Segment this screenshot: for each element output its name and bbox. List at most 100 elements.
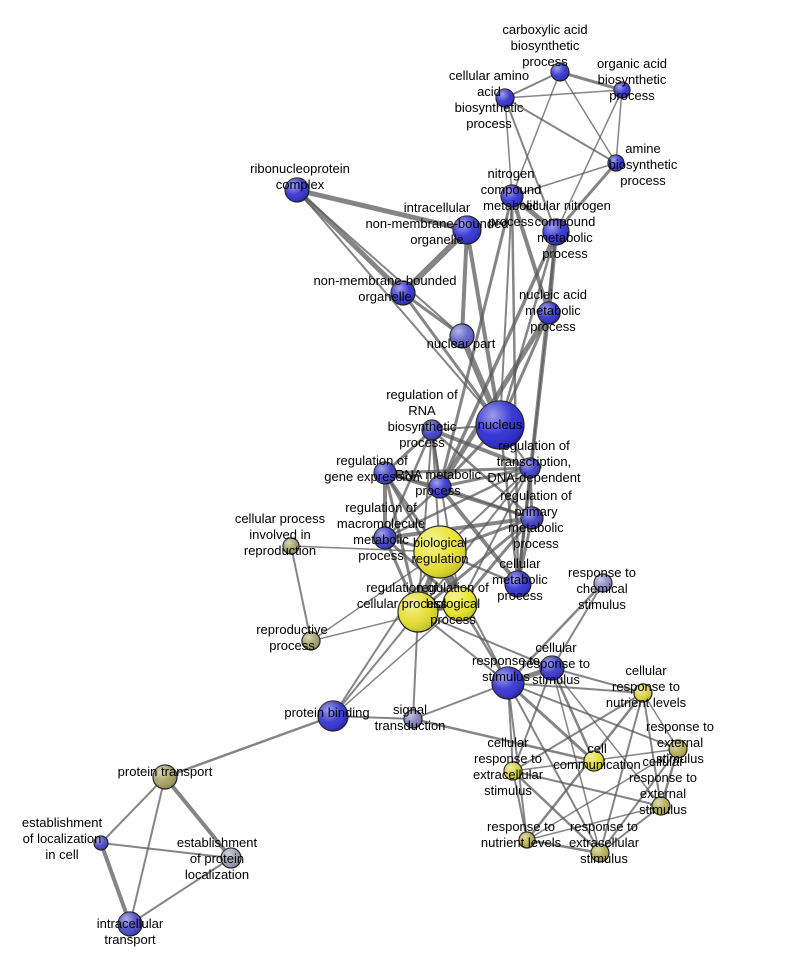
graph-node-regulation-of-cellular-process[interactable] xyxy=(397,591,439,633)
graph-edge xyxy=(498,230,558,427)
graph-edge xyxy=(510,194,551,315)
graph-edge xyxy=(129,776,166,925)
graph-node-intracellular-transport[interactable] xyxy=(117,911,143,937)
graph-node-non-membrane-bounded-organelle[interactable] xyxy=(390,280,416,306)
graph-node-nucleus[interactable] xyxy=(475,400,525,450)
graph-edge xyxy=(504,89,623,99)
graph-edge xyxy=(559,71,617,164)
graph-node-regulation-of-biological-process[interactable] xyxy=(442,586,478,622)
graph-node-regulation-of-transcription-dna-dependent[interactable] xyxy=(519,457,541,479)
graph-node-establishment-of-localization-in-cell[interactable] xyxy=(93,835,109,851)
graph-edge xyxy=(525,838,602,855)
graph-edge xyxy=(100,776,166,844)
graph-edge xyxy=(642,692,662,807)
graph-node-cellular-nitrogen-compound-metabolic-process[interactable] xyxy=(542,218,570,246)
graph-edge xyxy=(554,161,618,234)
graph-edge xyxy=(459,467,531,605)
graph-edge xyxy=(332,603,461,717)
graph-node-regulation-of-rna-biosynthetic-process[interactable] xyxy=(421,419,443,441)
graph-edge xyxy=(558,70,624,92)
graph-edge xyxy=(290,545,312,642)
graph-edge xyxy=(504,97,617,164)
graph-node-cellular-metabolic-process[interactable] xyxy=(504,570,532,598)
graph-node-cellular-response-to-stimulus[interactable] xyxy=(539,655,565,681)
graph-edge xyxy=(599,692,644,854)
graph-node-regulation-of-primary-metabolic-process[interactable] xyxy=(520,506,544,530)
graph-edge xyxy=(332,551,441,717)
graph-edge xyxy=(511,71,561,197)
graph-edge xyxy=(512,770,528,841)
graph-node-reproductive-process[interactable] xyxy=(301,631,321,651)
graph-edge xyxy=(460,228,469,338)
graph-edge xyxy=(551,667,644,694)
graph-edge xyxy=(659,747,680,808)
graph-edge xyxy=(551,667,601,854)
graph-edge xyxy=(383,428,434,540)
graph-edge xyxy=(526,805,662,841)
graph-edge xyxy=(430,428,534,520)
graph-edge xyxy=(498,423,520,586)
graph-edge xyxy=(99,841,132,926)
graph-node-amine-biosynthetic-process[interactable] xyxy=(607,154,625,172)
graph-edge xyxy=(438,230,558,489)
graph-edge xyxy=(615,89,623,164)
graph-node-cellular-process-involved-in-reproduction[interactable] xyxy=(282,537,300,555)
graph-node-nucleic-acid-metabolic-process[interactable] xyxy=(537,301,561,325)
graph-edge xyxy=(507,682,644,694)
graph-node-nitrogen-compound-metabolic-process[interactable] xyxy=(500,184,524,208)
graph-node-cellular-response-to-nutrient-levels[interactable] xyxy=(633,683,653,703)
graph-edge xyxy=(417,611,553,669)
graph-edge xyxy=(504,97,557,233)
graph-node-biological-regulation[interactable] xyxy=(413,525,467,579)
graph-node-cellular-response-to-external-stimulus[interactable] xyxy=(651,796,671,816)
graph-node-organic-acid-biosynthetic-process[interactable] xyxy=(613,81,631,99)
graph-edge xyxy=(550,666,596,763)
graph-edge xyxy=(294,187,470,233)
graph-node-establishment-of-protein-localization[interactable] xyxy=(220,847,242,869)
graph-node-regulation-of-gene-expression[interactable] xyxy=(373,461,397,485)
graph-edge xyxy=(430,428,532,470)
graph-edge xyxy=(555,89,623,233)
graph-edge xyxy=(163,775,233,860)
graph-node-response-to-stimulus[interactable] xyxy=(491,666,525,700)
graph-node-ribonucleoprotein-complex[interactable] xyxy=(284,177,310,203)
graph-node-regulation-of-macromolecule-metabolic-process[interactable] xyxy=(373,526,397,550)
graph-node-response-to-nutrient-levels[interactable] xyxy=(518,831,536,849)
graph-node-intracellular-non-membrane-bounded-organelle[interactable] xyxy=(452,215,482,245)
graph-node-cell-communication[interactable] xyxy=(583,750,605,772)
graph-edge xyxy=(438,466,532,489)
graph-edge xyxy=(551,582,604,669)
graph-edge xyxy=(506,581,605,685)
graph-node-carboxylic-acid-biosynthetic-process[interactable] xyxy=(550,62,570,82)
graph-node-response-to-extracellular-stimulus[interactable] xyxy=(590,843,610,863)
graph-edge xyxy=(163,714,335,779)
graph-edge xyxy=(100,842,232,859)
graph-edge xyxy=(129,857,232,925)
graph-node-nuclear-part[interactable] xyxy=(449,323,475,349)
graph-node-cellular-response-to-extracellular-stimulus[interactable] xyxy=(503,761,523,781)
graph-node-protein-binding[interactable] xyxy=(317,700,349,732)
graph-edge xyxy=(516,311,551,586)
graph-edge xyxy=(296,189,501,426)
graph-node-signal-transduction[interactable] xyxy=(403,709,423,729)
graph-node-response-to-external-stimulus[interactable] xyxy=(668,739,688,759)
graph-edge xyxy=(411,717,596,763)
graph-edge xyxy=(511,162,617,197)
graph-edge xyxy=(438,485,534,520)
graph-node-rna-metabolic-process[interactable] xyxy=(428,475,452,499)
graph-node-cellular-amino-acid-biosynthetic-process[interactable] xyxy=(495,88,515,108)
graph-edge xyxy=(438,485,520,586)
graph-edge xyxy=(499,195,513,426)
graph-edge xyxy=(511,769,602,855)
graph-node-protein-transport[interactable] xyxy=(152,764,178,790)
graph-edge xyxy=(294,187,406,296)
graph-edge xyxy=(465,228,502,427)
graph-edge xyxy=(504,97,513,197)
graph-node-response-to-chemical-stimulus[interactable] xyxy=(593,573,613,593)
